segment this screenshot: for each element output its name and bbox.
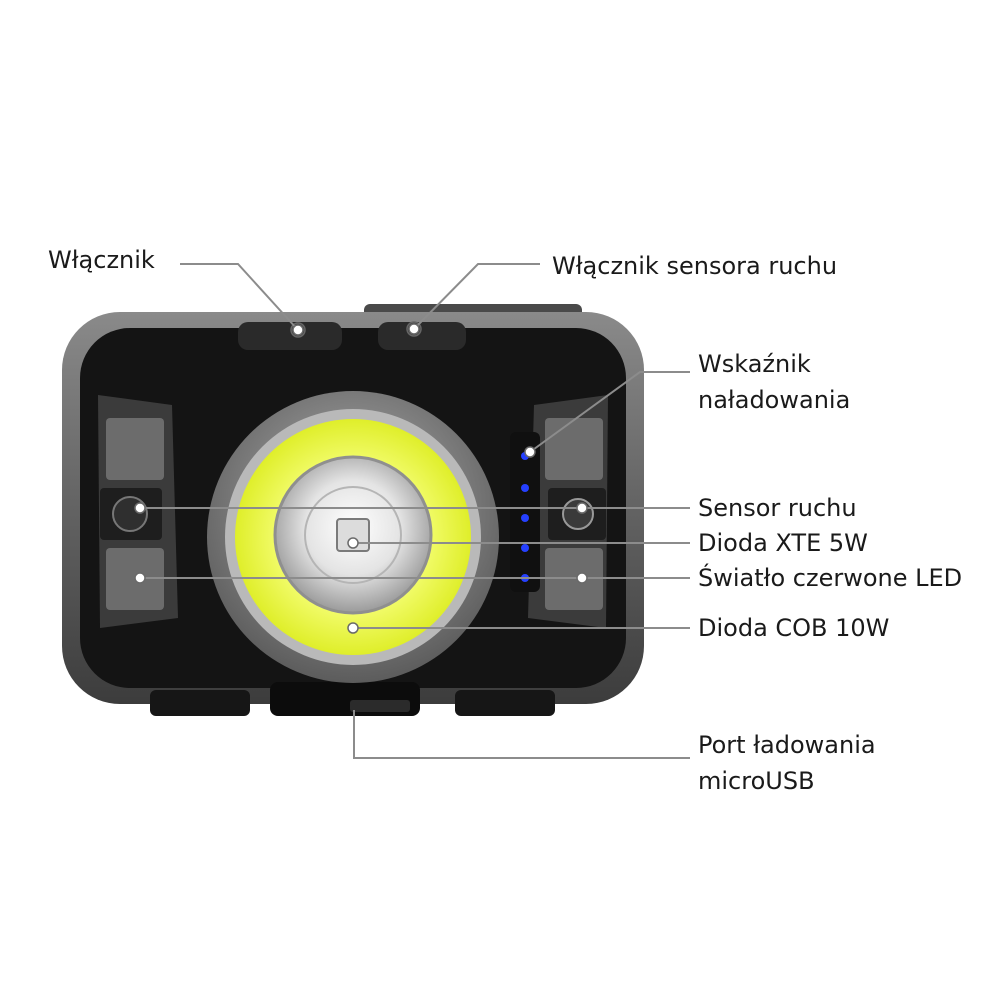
usb-port: [350, 700, 410, 712]
label-charge-indicator-line2: naładowania: [698, 386, 851, 414]
main-lamp: [207, 391, 499, 683]
label-red-light: Światło czerwone LED: [698, 564, 963, 592]
left-motion-sensor: [112, 496, 148, 532]
label-charging-port-line1: Port ładowania: [698, 731, 876, 759]
charge-led-2: [521, 484, 529, 492]
leader-charge-indicator: [529, 371, 690, 453]
leader-motion-switch: [413, 263, 540, 330]
charge-led-3: [521, 514, 529, 522]
label-motion-sensor: Sensor ruchu: [698, 494, 857, 522]
right-panel: [510, 395, 608, 628]
leader-lines: [140, 263, 690, 759]
leader-charging-port: [353, 710, 690, 759]
label-charging-port: Port ładowania microUSB: [698, 727, 876, 799]
label-charging-port-line2: microUSB: [698, 767, 815, 795]
left-red-led-top: [106, 418, 164, 480]
label-charge-indicator-line1: Wskaźnik: [698, 350, 811, 378]
right-motion-sensor: [562, 498, 594, 530]
label-cob-diode: Dioda COB 10W: [698, 614, 890, 642]
label-charge-indicator: Wskaźnik naładowania: [698, 346, 850, 418]
label-power-switch: Włącznik: [48, 246, 155, 274]
top-buttons: [238, 321, 466, 350]
callout-dots: [134, 323, 588, 634]
label-xte-diode: Dioda XTE 5W: [698, 529, 868, 557]
leader-power-switch: [180, 263, 299, 331]
charge-led-4: [521, 544, 529, 552]
label-motion-sensor-switch: Włącznik sensora ruchu: [552, 252, 838, 280]
